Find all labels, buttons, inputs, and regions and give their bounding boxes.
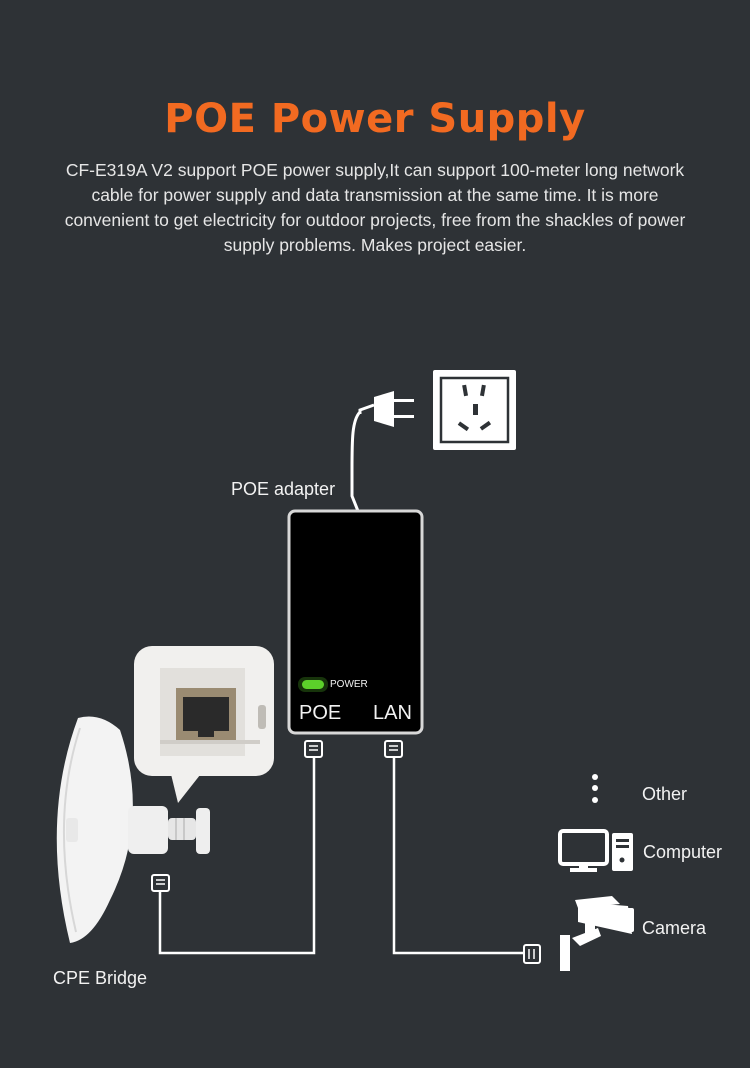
description-text: CF-E319A V2 support POE power supply,It …: [64, 160, 686, 255]
poe-adapter: [287, 509, 424, 735]
page-title: POE Power Supply: [164, 96, 586, 142]
lan-port-label: LAN: [373, 702, 412, 724]
device-label-camera: Camera: [642, 918, 707, 938]
lan-cable: [392, 758, 523, 955]
power-indicator-label: POWER: [330, 679, 368, 690]
ethernet-port-icon: [151, 874, 170, 892]
poe-port-label: POE: [299, 702, 342, 724]
monitor-icon: [558, 829, 609, 872]
device-label-computer: Computer: [643, 842, 723, 862]
cpe-bridge-device: [56, 716, 210, 943]
cctv-camera-icon: [560, 896, 634, 971]
adapter-label: POE adapter: [231, 479, 336, 499]
power-cable: [350, 410, 362, 512]
device-label-other: Other: [642, 784, 688, 804]
more-dots-icon: [592, 774, 598, 803]
poe-cable: [158, 758, 316, 955]
plug-icon: [358, 391, 414, 427]
cpe-bridge-label: CPE Bridge: [53, 968, 148, 988]
ethernet-port-icon: [523, 944, 541, 964]
pc-tower-icon: [612, 833, 633, 871]
ethernet-port-icon: [304, 740, 323, 758]
cpe-port-callout: [134, 646, 274, 803]
wall-socket-icon: [433, 370, 516, 450]
ethernet-port-icon: [384, 740, 403, 758]
